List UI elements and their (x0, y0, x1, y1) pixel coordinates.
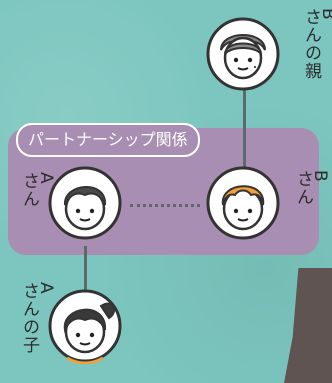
b-parent-avatar (205, 16, 281, 92)
partnership-label: パートナーシップ関係 (16, 123, 200, 157)
parent-link-line (243, 90, 246, 170)
person-b-label: B さん (293, 170, 330, 206)
man-face-icon (48, 166, 122, 240)
person-a-label: A さん (19, 172, 56, 208)
a-child-label-text: さんの子 (19, 282, 39, 354)
b-parent-label: B さんの親 (301, 8, 332, 80)
elder-face-icon (206, 17, 280, 91)
child-link-line (84, 246, 87, 292)
person-a-label-initial: A (36, 172, 56, 185)
partner-dotted-line (130, 204, 200, 207)
orange-hair-face-icon (206, 166, 280, 240)
a-child-label-initial: A (36, 282, 56, 295)
a-child-avatar (47, 288, 123, 364)
person-b-label-text: さん (293, 170, 313, 206)
person-a-label-text: さん (19, 172, 39, 208)
b-parent-label-initial: B (318, 8, 332, 21)
a-child-label: A さんの子 (19, 282, 56, 354)
person-b-label-initial: B (310, 170, 330, 183)
girl-face-icon (48, 289, 122, 364)
person-a-avatar (47, 165, 123, 241)
b-parent-label-text: さんの親 (301, 8, 321, 80)
person-b-avatar (205, 165, 281, 241)
